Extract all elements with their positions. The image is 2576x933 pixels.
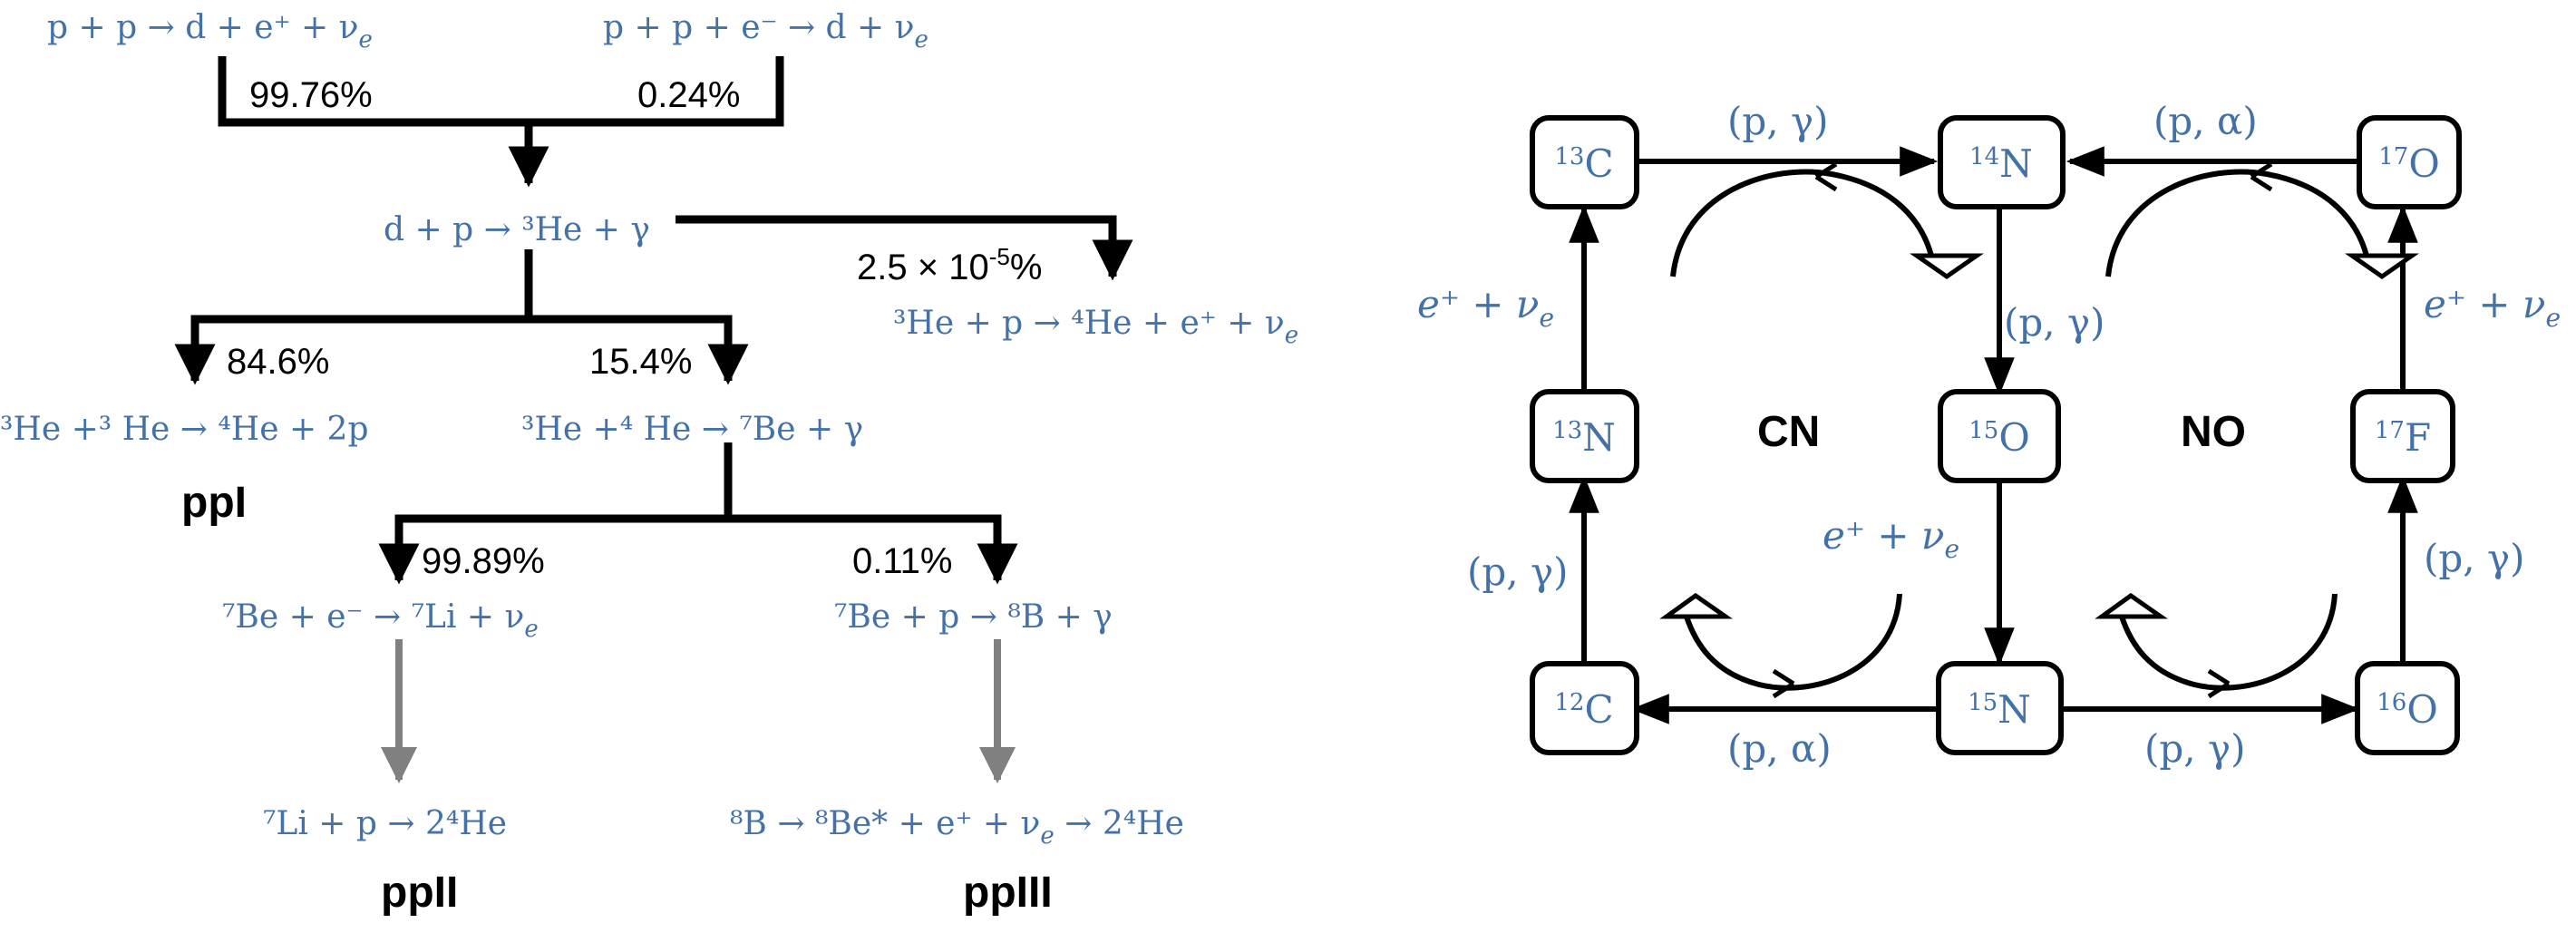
arrow-to-be7p — [728, 514, 1018, 585]
node-o15: 15O — [1938, 389, 2061, 483]
arrow-to-hep — [676, 215, 1133, 281]
node-o17: 17O — [2357, 115, 2462, 209]
label-ppIII: ppIII — [963, 869, 1053, 917]
pct-ppI: 84.6% — [227, 342, 329, 382]
label-pa-top: (p, α) — [2153, 99, 2258, 143]
label-no: NO — [2181, 408, 2246, 456]
svg-text:13N: 13N — [1552, 415, 1616, 460]
reaction-dp: d + p → ³He + γ — [384, 211, 650, 248]
cycle-tick-cn-bottom — [1772, 668, 1795, 699]
connector-r1-r2 — [218, 56, 784, 127]
svg-text:17O: 17O — [2378, 141, 2440, 186]
node-n14: 14N — [1938, 115, 2066, 209]
label-pg-top: (p, γ) — [1727, 99, 1828, 143]
svg-text:15N: 15N — [1968, 687, 2031, 732]
reaction-hep: ³He + p → ⁴He + e⁺ + νe — [893, 305, 1298, 349]
reaction-li7p: ⁷Li + p → 2⁴He — [263, 805, 507, 842]
pct-r1: 99.76% — [249, 75, 373, 115]
cycle-arrowhead-cn-top — [1910, 253, 1984, 280]
cycle-arrowhead-cn-bottom — [1659, 592, 1733, 619]
cycle-arrow-cn-top — [1670, 169, 1934, 277]
reaction-be7p: ⁷Be + p → ⁸B + γ — [834, 598, 1113, 636]
label-e-right: e⁺ + νe — [2424, 282, 2561, 333]
label-ppI: ppI — [181, 479, 247, 527]
svg-text:13C: 13C — [1554, 141, 1613, 186]
reaction-be7e: ⁷Be + e⁻ → ⁷Li + νe — [222, 598, 539, 643]
svg-text:15O: 15O — [1968, 415, 2030, 460]
node-o16: 16O — [2355, 661, 2460, 755]
reaction-he3he4: ³He +⁴ He → ⁷Be + γ — [521, 411, 863, 448]
label-pg-left: (p, γ) — [1467, 549, 1568, 594]
reaction-pep: p + p + e⁻ → d + νe — [603, 9, 928, 53]
cycle-arrow-no-bottom — [2119, 593, 2338, 691]
pp-chain: p + p → d + e⁺ + νe p + p + e⁻ → d + νe … — [0, 9, 1298, 917]
reaction-he3he3: ³He +³ He → ⁴He + 2p — [0, 411, 369, 448]
node-n15: 15N — [1936, 661, 2064, 755]
cno-cycle: 13C 14N 17O 13N 15O 17F 12C 15N — [1417, 99, 2561, 771]
label-pg-mid: (p, γ) — [2004, 300, 2105, 345]
reaction-pp: p + p → d + e⁺ + νe — [47, 9, 373, 53]
svg-text:12C: 12C — [1554, 687, 1613, 732]
label-pg-right: (p, γ) — [2424, 536, 2524, 580]
node-c12: 12C — [1530, 661, 1639, 755]
pct-r2: 0.24% — [637, 75, 740, 115]
label-e-left: e⁺ + νe — [1417, 282, 1554, 333]
cycle-arrow-no-top — [2105, 169, 2369, 277]
pct-ppII-III: 15.4% — [589, 342, 692, 382]
pct-ppII: 99.89% — [422, 541, 545, 581]
cycle-tick-no-bottom — [2207, 668, 2231, 699]
node-c13: 13C — [1530, 115, 1639, 209]
label-pg-bottom: (p, γ) — [2144, 726, 2245, 771]
pct-hep: 2.5 × 10-5% — [857, 243, 1042, 287]
cycle-tick-no-top — [2250, 161, 2273, 192]
pct-ppIII: 0.11% — [852, 541, 952, 581]
label-cn: CN — [1757, 408, 1820, 456]
cycle-tick-cn-top — [1814, 161, 1838, 192]
svg-text:17F: 17F — [2375, 415, 2431, 460]
svg-text:16O: 16O — [2377, 687, 2438, 732]
cycle-arrowhead-no-bottom — [2095, 592, 2168, 619]
arrow-to-be7e — [378, 514, 728, 585]
label-pa-bottom: (p, α) — [1727, 726, 1832, 771]
cycle-arrow-cn-bottom — [1684, 593, 1902, 691]
node-n13: 13N — [1530, 389, 1639, 483]
reaction-b8: ⁸B → ⁸Be* + e⁺ + νe → 2⁴He — [730, 805, 1184, 850]
node-f17: 17F — [2350, 389, 2455, 483]
arrow-to-be7 — [529, 315, 749, 385]
label-e-mid: e⁺ + νe — [1823, 513, 1959, 564]
label-ppII: ppII — [381, 869, 458, 917]
arrow-to-ppI — [174, 315, 529, 385]
cycle-arrowhead-no-top — [2345, 253, 2419, 280]
svg-text:14N: 14N — [1969, 141, 2033, 186]
